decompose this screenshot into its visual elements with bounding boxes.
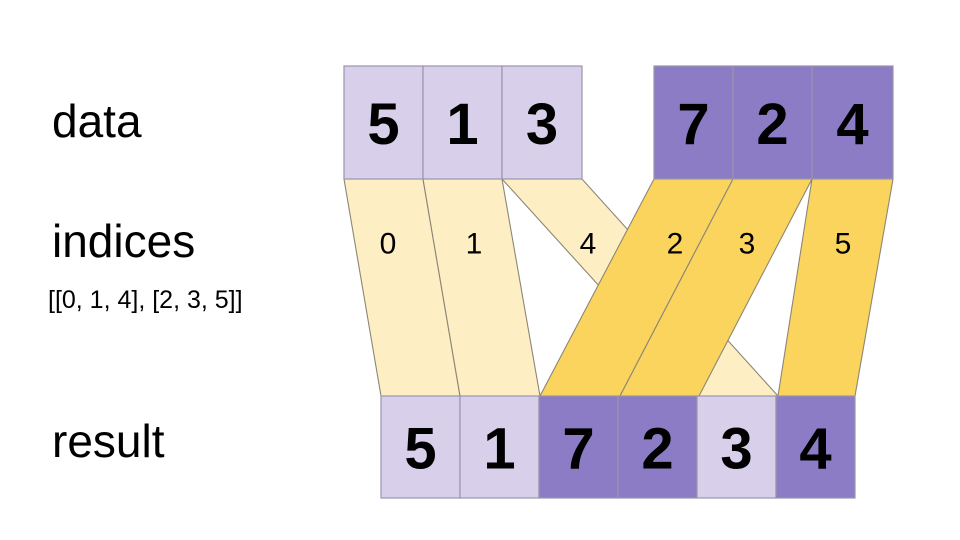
result-cell [696,395,777,499]
result-cell [617,395,698,499]
data-cell-value: 4 [836,92,868,157]
index-label: 1 [466,228,483,261]
row-label-data: data [52,95,142,147]
result-cell-value: 2 [641,417,673,482]
ribbons-layer [343,178,894,397]
result-cell-value: 7 [562,417,594,482]
data-cell-value: 5 [367,92,399,157]
row-label-indices: indices [52,215,196,267]
indices-labels-layer: 0 1 4 2 3 5 [380,228,852,261]
result-cell [380,395,461,499]
result-cell-value: 1 [483,417,515,482]
row-label-result: result [52,415,165,467]
data-cell-value: 7 [677,92,709,157]
data-cell [653,65,734,180]
index-label: 4 [580,228,597,261]
data-cell [343,65,424,180]
data-cell [811,65,894,180]
result-cell-value: 3 [720,417,752,482]
result-cell [459,395,540,499]
index-label: 3 [739,228,756,261]
result-cell [775,395,856,499]
index-label: 2 [667,228,684,261]
index-label: 0 [380,228,397,261]
data-cell [501,65,583,180]
index-label: 5 [835,228,852,261]
indices-value-text: [[0, 1, 4], [2, 3, 5]] [48,286,243,314]
data-cell [422,65,503,180]
data-cell-value: 3 [526,92,558,157]
data-cell-value: 2 [756,92,788,157]
result-cell-value: 4 [799,417,831,482]
data-cell-value: 1 [446,92,478,157]
result-cell-value: 5 [404,417,436,482]
